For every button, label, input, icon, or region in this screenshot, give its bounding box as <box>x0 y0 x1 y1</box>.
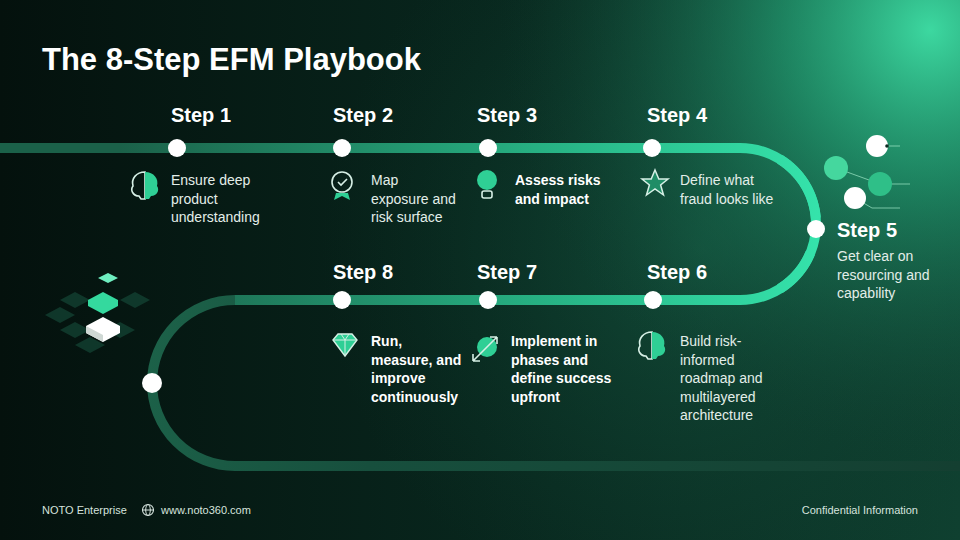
footer-text: Confidential Information <box>802 502 918 518</box>
step-heading: Step 6 <box>647 260 780 284</box>
step-card: Step 4 Define what fraud looks like <box>647 103 780 208</box>
expand-icon <box>473 337 497 361</box>
step-dot <box>333 291 351 309</box>
check-ribbon <box>334 193 350 200</box>
step-description: Assess risks and impact <box>515 171 610 208</box>
puzzle-piece <box>98 273 118 283</box>
step-heading: Step 5 <box>837 218 937 242</box>
step-heading: Step 1 <box>171 103 276 127</box>
step-card: Step 5 Get clear on resourcing and capabi… <box>810 218 937 303</box>
network-circle <box>868 172 892 196</box>
step-description: Build risk-informed roadmap and multilay… <box>680 332 780 425</box>
step-dot <box>643 139 661 157</box>
step-description: Define what fraud looks like <box>680 171 780 208</box>
puzzle-piece <box>86 317 120 342</box>
globe-equator <box>143 510 154 511</box>
footer-text: NOTO Enterprise <box>42 502 127 518</box>
grid-cubes <box>45 292 150 353</box>
track-connector <box>780 159 816 218</box>
star-shape <box>642 170 668 195</box>
step-heading: Step 3 <box>477 103 610 127</box>
track-connector <box>464 295 477 305</box>
step-heading: Step 2 <box>333 103 457 127</box>
network-decoration <box>824 135 910 209</box>
star-icon <box>642 170 668 195</box>
step-dot <box>168 139 186 157</box>
brain-outline <box>639 332 652 359</box>
track-connector <box>621 295 647 305</box>
track-connector <box>276 143 333 153</box>
step-dot <box>807 220 825 238</box>
step-card: Step 3 Assess risks and impact <box>477 103 610 208</box>
step-description: Ensure deep product understanding <box>171 171 276 227</box>
step-description: Implement in phases and define success u… <box>511 332 621 406</box>
network-circle <box>866 135 888 157</box>
step-heading: Step 7 <box>477 260 621 284</box>
step-dot <box>479 139 497 157</box>
step-card: Step 2 Map exposure and risk surface <box>333 103 457 227</box>
grid-cube <box>120 292 150 308</box>
bulb-icon <box>477 170 497 198</box>
step-heading: Step 4 <box>647 103 780 127</box>
check-circle <box>332 172 352 192</box>
network-circle <box>824 156 848 180</box>
track-connector <box>610 143 647 153</box>
step-card: Step 1 Ensure deep product understanding <box>171 103 276 227</box>
network-dot <box>885 144 889 148</box>
step-description: Get clear on resourcing and capability <box>837 247 937 303</box>
track-connector <box>780 253 811 289</box>
globe-outline <box>143 505 154 516</box>
step-card: Step 8 Run, measure, and improve continuo… <box>333 260 464 406</box>
brain-fill <box>145 172 158 199</box>
step-dot <box>479 291 497 309</box>
track <box>152 300 960 466</box>
step-dot <box>142 373 162 393</box>
check-icon <box>332 172 352 200</box>
bulb-base <box>482 191 492 198</box>
grid-cube <box>60 292 90 308</box>
puzzle-decoration <box>45 273 150 353</box>
step-dot <box>333 139 351 157</box>
brain-outline <box>132 172 145 199</box>
step-description: Run, measure, and improve continuously <box>371 332 464 406</box>
grid-cube <box>60 322 90 338</box>
step-card: Step 6 Build risk-informed roadmap and mu… <box>647 260 780 425</box>
step-dot <box>644 291 662 309</box>
step-card: Step 7 Implement in phases and define suc… <box>477 260 621 406</box>
gem-facets <box>333 334 357 356</box>
gem-shape <box>333 334 357 356</box>
check-mark <box>338 179 347 185</box>
puzzle-piece <box>88 292 118 314</box>
expand-arrows <box>473 337 497 361</box>
puzzle-piece-side <box>86 326 103 342</box>
network-circle <box>844 187 866 209</box>
grid-cube <box>45 307 75 323</box>
track-connector <box>457 143 477 153</box>
step-description: Map exposure and risk surface <box>371 171 457 227</box>
footer-text: www.noto360.com <box>161 502 251 518</box>
gem-icon <box>333 334 357 356</box>
step-heading: Step 8 <box>333 260 464 284</box>
track <box>0 148 816 300</box>
brain-icon <box>132 172 158 199</box>
brain-icon <box>639 332 665 359</box>
connector-layer <box>276 148 816 300</box>
bulb-glass <box>477 170 497 190</box>
globe-icon <box>143 505 154 516</box>
brain-fill <box>652 332 665 359</box>
slide-title: The 8-Step EFM Playbook <box>42 40 421 80</box>
